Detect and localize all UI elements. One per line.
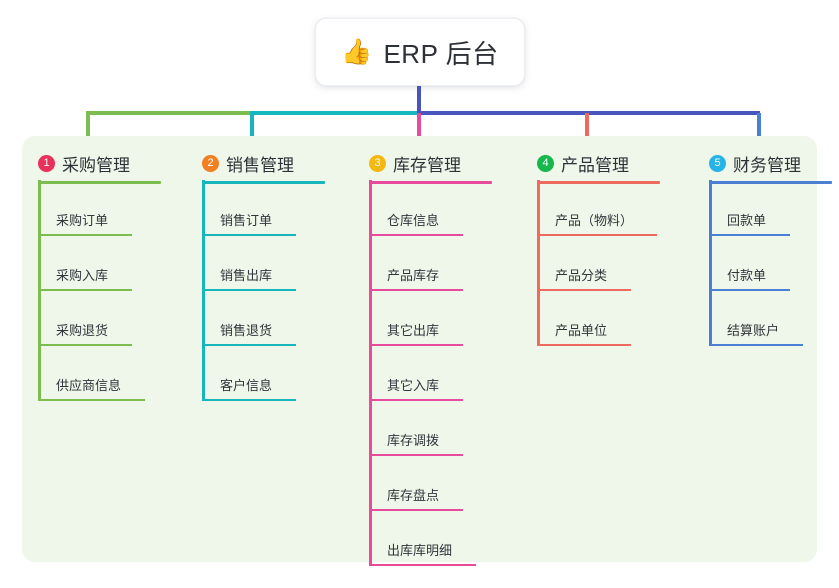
branch-badge-4: 4 (537, 154, 554, 172)
leaf-rule (369, 344, 463, 346)
leaf-label: 采购入库 (56, 268, 109, 283)
branch-label-5: 财务管理 (733, 155, 801, 175)
leaf-node[interactable]: 采购订单 (38, 210, 132, 236)
leaf-rule (202, 289, 296, 291)
root-title: ERP 后台 (383, 38, 499, 69)
leaf-rule (38, 234, 132, 236)
leaf-node[interactable]: 采购退货 (38, 320, 132, 346)
leaf-rule (537, 344, 631, 346)
leaf-rule (38, 399, 145, 401)
branch-spine-3 (369, 180, 372, 564)
connector-bar-segment-teal (250, 111, 417, 115)
leaf-node[interactable]: 库存盘点 (369, 485, 463, 511)
leaf-rule (369, 564, 476, 566)
leaf-label: 付款单 (727, 268, 767, 283)
leaf-rule (709, 344, 803, 346)
diagram-panel (22, 136, 817, 562)
leaf-label: 产品单位 (555, 323, 608, 338)
leaf-node[interactable]: 客户信息 (202, 375, 296, 401)
leaf-label: 回款单 (727, 213, 767, 228)
leaf-label: 产品库存 (387, 268, 440, 283)
branch-rule-3 (369, 181, 492, 184)
leaf-label: 销售出库 (220, 268, 273, 283)
leaf-label: 库存盘点 (387, 488, 440, 503)
leaf-rule (202, 399, 296, 401)
root-stem-connector (417, 86, 421, 114)
leaf-rule (369, 289, 463, 291)
branch-rule-1 (38, 181, 161, 184)
leaf-label: 销售订单 (220, 213, 273, 228)
leaf-label: 仓库信息 (387, 213, 440, 228)
branch-header-4[interactable]: 4 产品管理 (521, 148, 629, 178)
connector-stub-5 (757, 113, 761, 145)
leaf-node[interactable]: 其它入库 (369, 375, 463, 401)
leaf-rule (369, 234, 463, 236)
leaf-rule (369, 399, 463, 401)
branch-spine-4 (537, 180, 540, 344)
leaf-node[interactable]: 产品库存 (369, 265, 463, 291)
branch-label-4: 产品管理 (561, 155, 629, 175)
leaf-node[interactable]: 仓库信息 (369, 210, 463, 236)
branch-label-1: 采购管理 (62, 155, 130, 175)
branch-spine-5 (709, 180, 712, 344)
leaf-label: 结算账户 (727, 323, 780, 338)
leaf-label: 其它入库 (387, 378, 440, 393)
leaf-rule (709, 289, 790, 291)
leaf-rule (709, 234, 790, 236)
leaf-label: 出库库明细 (387, 543, 453, 558)
leaf-node[interactable]: 销售出库 (202, 265, 296, 291)
branch-rule-2 (202, 181, 325, 184)
leaf-node[interactable]: 产品单位 (537, 320, 631, 346)
branch-header-5[interactable]: 5 财务管理 (693, 148, 801, 178)
leaf-label: 产品分类 (555, 268, 608, 283)
leaf-rule (369, 454, 463, 456)
branch-label-3: 库存管理 (393, 155, 461, 175)
leaf-rule (537, 289, 631, 291)
leaf-label: 客户信息 (220, 378, 273, 393)
connector-stub-1 (86, 113, 90, 145)
connector-bar-segment-green (86, 111, 250, 115)
branch-header-2[interactable]: 2 销售管理 (186, 148, 294, 178)
leaf-label: 采购退货 (56, 323, 109, 338)
leaf-node[interactable]: 销售订单 (202, 210, 296, 236)
leaf-node[interactable]: 供应商信息 (38, 375, 145, 401)
leaf-node[interactable]: 产品（物料） (537, 210, 657, 236)
leaf-label: 供应商信息 (56, 378, 122, 393)
branch-badge-1: 1 (38, 154, 55, 172)
connector-stub-2 (250, 113, 254, 145)
leaf-node[interactable]: 产品分类 (537, 265, 631, 291)
leaf-node[interactable]: 结算账户 (709, 320, 803, 346)
branch-badge-3: 3 (369, 154, 386, 172)
root-node[interactable]: 👍 ERP 后台 (315, 18, 525, 86)
leaf-label: 产品（物料） (555, 213, 634, 228)
branch-badge-2: 2 (202, 154, 219, 172)
branch-label-2: 销售管理 (226, 155, 294, 175)
leaf-label: 采购订单 (56, 213, 109, 228)
leaf-node[interactable]: 出库库明细 (369, 540, 476, 566)
leaf-node[interactable]: 回款单 (709, 210, 790, 236)
leaf-node[interactable]: 销售退货 (202, 320, 296, 346)
leaf-rule (369, 509, 463, 511)
leaf-node[interactable]: 采购入库 (38, 265, 132, 291)
leaf-rule (38, 344, 132, 346)
leaf-rule (537, 234, 657, 236)
leaf-node[interactable]: 付款单 (709, 265, 790, 291)
branch-badge-5: 5 (709, 154, 726, 172)
leaf-node[interactable]: 其它出库 (369, 320, 463, 346)
branch-rule-4 (537, 181, 660, 184)
branch-header-3[interactable]: 3 库存管理 (353, 148, 461, 178)
connector-stub-4 (585, 113, 589, 145)
leaf-rule (202, 344, 296, 346)
leaf-rule (202, 234, 296, 236)
branch-rule-5 (709, 181, 832, 184)
leaf-label: 库存调拨 (387, 433, 440, 448)
leaf-label: 其它出库 (387, 323, 440, 338)
connector-stub-3 (417, 113, 421, 145)
leaf-rule (38, 289, 132, 291)
thumbs-up-icon: 👍 (341, 37, 373, 66)
leaf-label: 销售退货 (220, 323, 273, 338)
branch-header-1[interactable]: 1 采购管理 (22, 148, 130, 178)
leaf-node[interactable]: 库存调拨 (369, 430, 463, 456)
